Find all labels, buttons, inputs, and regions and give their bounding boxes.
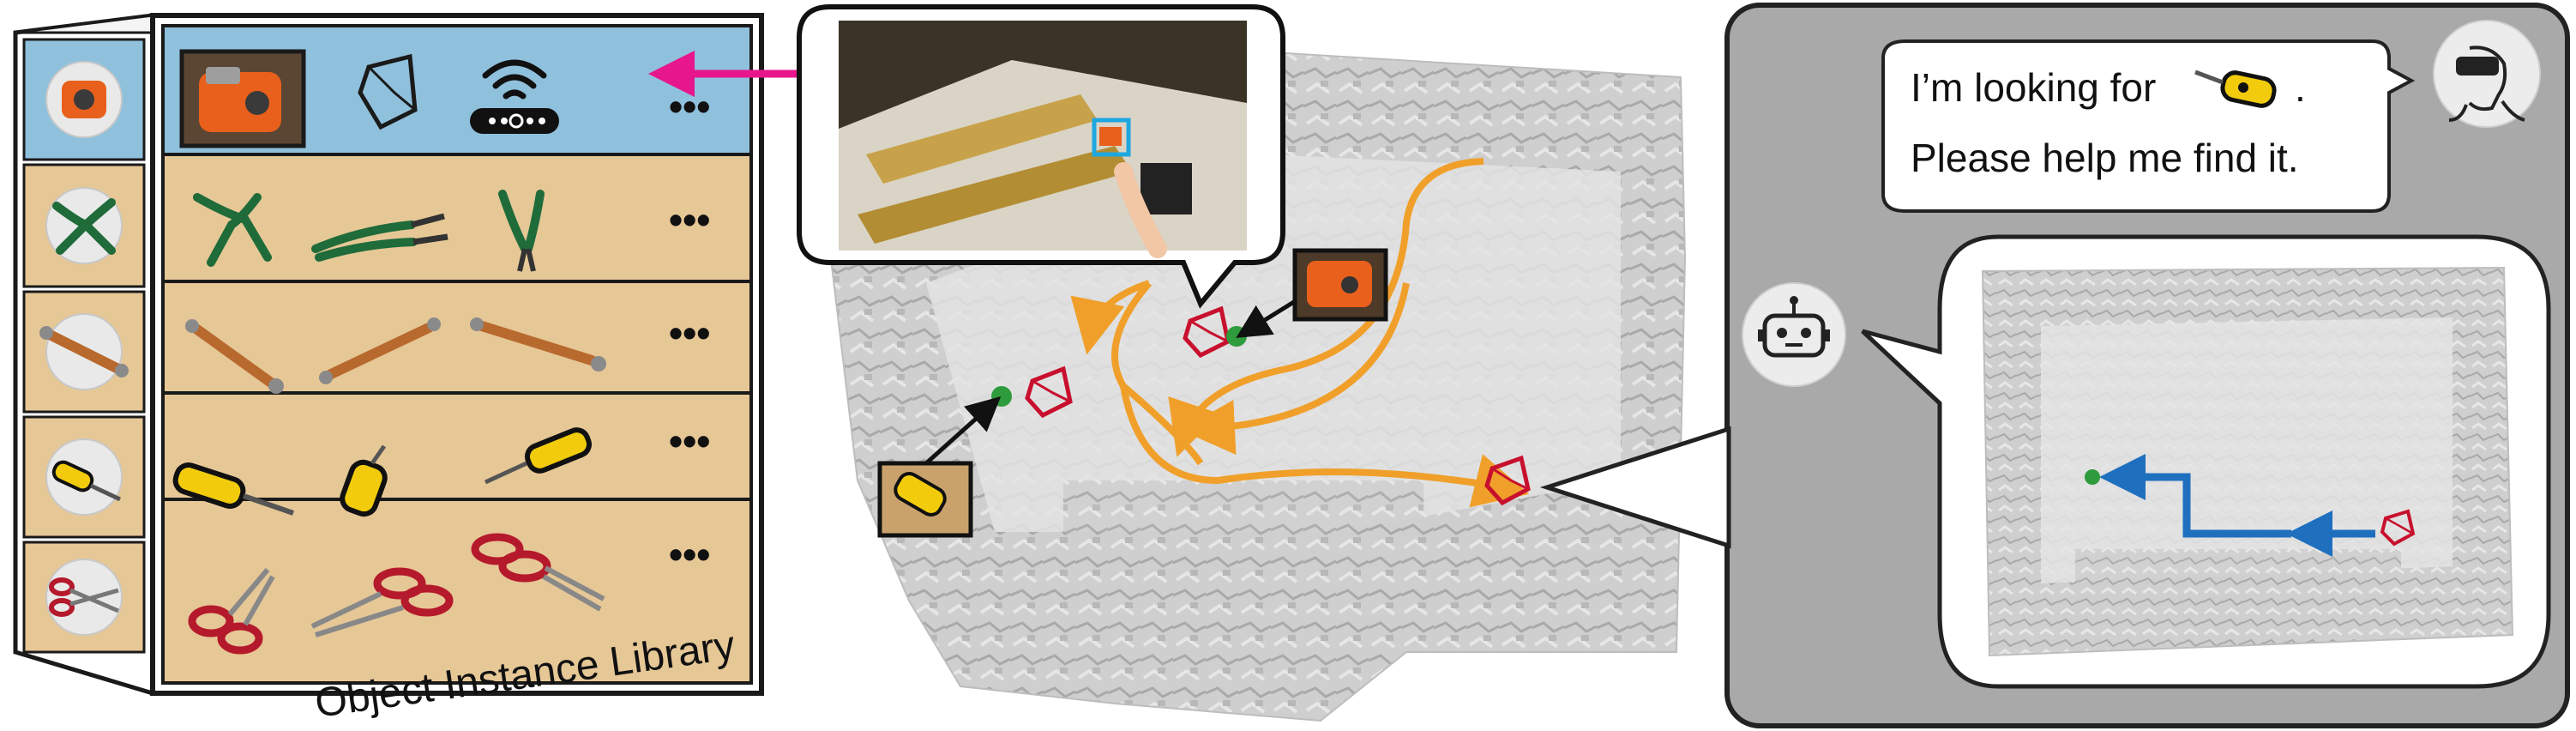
pliers-item-3 [498, 190, 545, 272]
wifi-router-icon [470, 59, 559, 134]
side-row-pliers [22, 163, 146, 288]
screwdriver-item-2 [340, 444, 388, 517]
ellipsis-row-3: ••• [669, 311, 710, 355]
screw-pin-item-3 [470, 317, 606, 372]
user-speech-bubble: I’m looking for . Please help me find it… [1881, 39, 2416, 213]
screw-pin-item-2 [319, 317, 441, 384]
scissors-item-1 [188, 568, 275, 655]
side-row-tape-measure [22, 38, 146, 161]
ellipsis-row-2: ••• [669, 197, 710, 242]
object-marker-tape-measure [1226, 326, 1247, 347]
screwdriver-item-3 [484, 427, 593, 485]
rgb-frame-hand [1114, 162, 1167, 258]
shelf-row-screwdrivers [161, 391, 753, 501]
ellipsis-row-5: ••• [669, 532, 710, 577]
object-instance-library: ••• ••• ••• [13, 13, 797, 727]
trajectory-1 [1168, 158, 1484, 457]
pliers-icon [52, 198, 116, 255]
pliers-item-2 [311, 213, 448, 262]
ellipsis-row-1: ••• [669, 84, 710, 129]
detection-link-screwdriver [924, 396, 1002, 465]
user-vr-headset-icon [2433, 20, 2541, 128]
scissors-item-3 [471, 533, 605, 612]
scissors-icon [49, 577, 119, 617]
camera-pose-1 [1183, 305, 1231, 359]
user-message-line-1: I’m looking for [1911, 65, 2156, 110]
mini-map-shelves [2075, 549, 2401, 609]
camera-frustum-icon [358, 53, 418, 130]
side-row-scissors [22, 541, 146, 654]
trajectory-5 [1070, 280, 1151, 355]
ellipsis-row-4: ••• [669, 419, 710, 463]
screwdriver-item-1 [172, 462, 294, 516]
panel-connector [1539, 426, 1731, 549]
nav-path-segment-2 [2099, 454, 2291, 538]
rgb-frame-rail [866, 94, 1098, 184]
tape-measure-photo-thumbnail [179, 49, 306, 148]
trajectory-4 [1120, 385, 1530, 508]
trajectory-2 [1180, 282, 1410, 456]
shelf-row-screw-pins [161, 280, 753, 395]
rgb-frame-bbox [1092, 118, 1131, 157]
object-marker-screwdriver [991, 386, 1012, 407]
nav-start-camera [2380, 509, 2416, 547]
side-row-screwdriver [22, 415, 146, 539]
camera-pose-3 [1484, 455, 1531, 506]
rgb-frame-device [1141, 163, 1192, 214]
camera-frame-callout [797, 4, 1285, 309]
dialog-panel: I’m looking for . Please help me find it… [1539, 3, 2570, 728]
user-message-period: . [2295, 65, 2306, 110]
detection-thumbnail-tape-measure [1292, 248, 1388, 322]
robot-response-bubble [1861, 234, 2551, 689]
robot-icon [1742, 282, 1846, 387]
detection-thumbnail-screwdriver [877, 461, 973, 538]
scene-shelves [1063, 480, 1423, 592]
detection-link-tape-measure [1236, 298, 1298, 338]
shelf-row-scissors [161, 498, 753, 685]
nav-target-marker [2085, 469, 2100, 485]
camera-frustum-edges [367, 65, 416, 112]
rgb-frame-rail-2 [858, 146, 1132, 244]
camera-pose-2 [1025, 366, 1073, 419]
screwdriver-query-icon [2194, 69, 2277, 108]
screw-pin-icon [39, 326, 129, 378]
pliers-item-1 [193, 193, 272, 267]
scissors-item-2 [310, 567, 454, 637]
scene-reconstruction [797, 4, 1687, 722]
side-row-screw-pin [22, 290, 146, 414]
user-message-line-2: Please help me find it. [1911, 136, 2299, 180]
mini-map-floor [2041, 317, 2453, 583]
screwdriver-icon [51, 460, 122, 502]
shelf-row-pliers [161, 153, 753, 283]
screw-pin-item-1 [185, 319, 284, 394]
